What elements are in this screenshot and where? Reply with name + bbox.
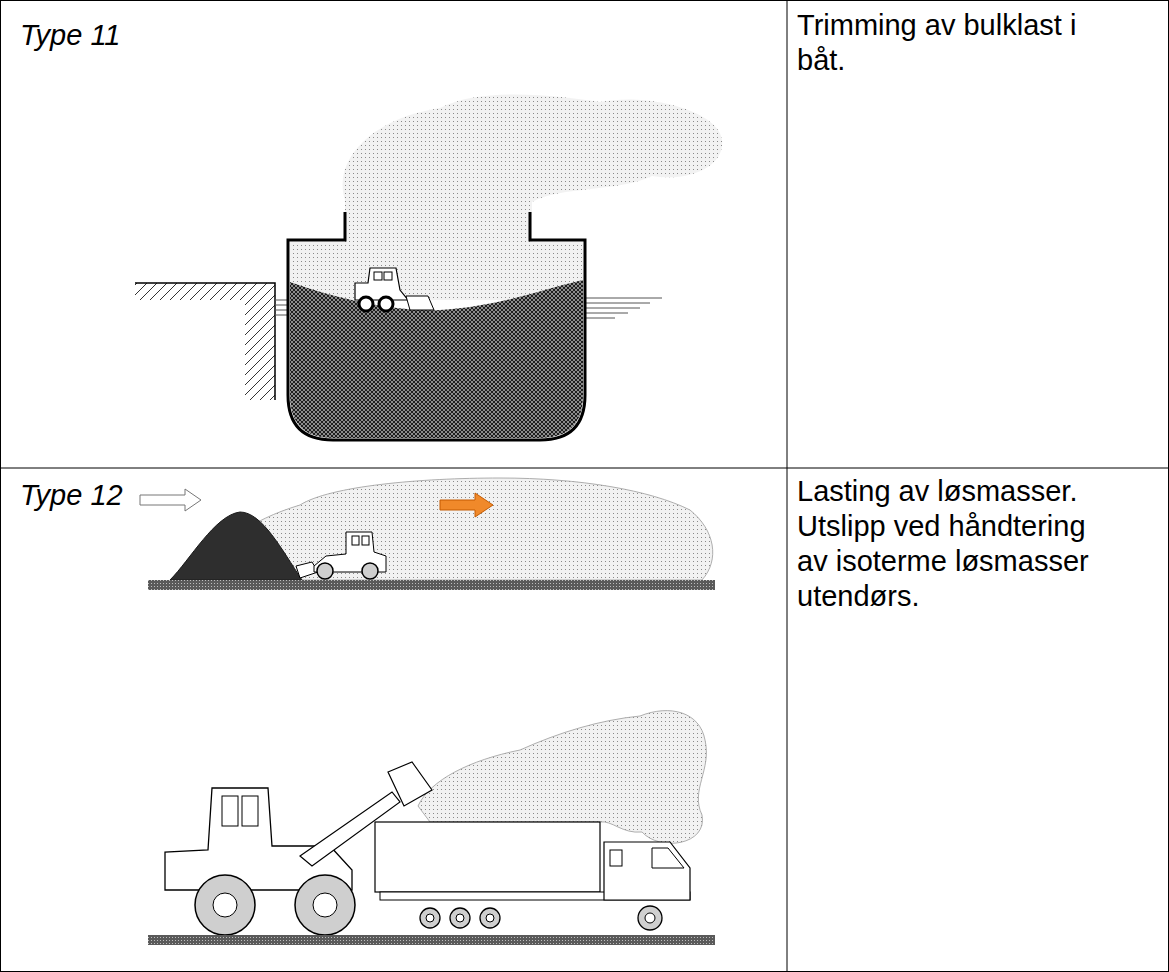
water-line bbox=[585, 303, 650, 304]
stockpile bbox=[170, 512, 302, 580]
water-line bbox=[275, 315, 288, 316]
loader-wheel bbox=[359, 297, 373, 311]
ship-hull bbox=[288, 212, 585, 440]
cell-description: Trimming av bulklast i båt. bbox=[797, 8, 1107, 78]
truck-cab bbox=[604, 842, 690, 900]
wheel-hub bbox=[486, 914, 494, 922]
loader-arm bbox=[300, 792, 400, 866]
dust-direction-arrow bbox=[440, 493, 493, 517]
loader-window bbox=[222, 796, 238, 826]
wheel-hub bbox=[313, 893, 337, 917]
dust-cloud bbox=[290, 94, 722, 300]
loader-wheel bbox=[362, 563, 378, 579]
dump-truck bbox=[375, 822, 690, 930]
truck-wheel bbox=[450, 908, 470, 928]
water-line bbox=[275, 310, 288, 311]
row-rule bbox=[0, 468, 1169, 469]
wheel-hub bbox=[213, 893, 237, 917]
ground bbox=[148, 935, 715, 945]
truck-container bbox=[375, 822, 600, 892]
truck-window bbox=[652, 848, 684, 868]
wheel-loader bbox=[296, 532, 386, 579]
loader-wheel bbox=[195, 875, 255, 935]
truck-wheel bbox=[638, 906, 662, 930]
loader-window bbox=[242, 796, 258, 826]
water-line bbox=[585, 313, 628, 314]
loader-wheel bbox=[379, 297, 393, 311]
skid-steer-loader bbox=[355, 268, 434, 311]
wheel-loader bbox=[165, 762, 432, 935]
loader-bucket bbox=[406, 296, 434, 310]
column-rule bbox=[787, 0, 788, 972]
cell-heading: Type 12 bbox=[20, 478, 260, 513]
water-line bbox=[275, 300, 288, 301]
truck-window bbox=[610, 850, 622, 866]
loader-window bbox=[374, 272, 382, 280]
truck-wheel bbox=[420, 908, 440, 928]
wind-arrow bbox=[140, 489, 201, 511]
water-line bbox=[585, 318, 615, 319]
wheel-hub bbox=[645, 913, 655, 923]
cell-description: Lasting av løsmasser. Utslipp ved håndte… bbox=[797, 474, 1107, 614]
quay-wall bbox=[135, 283, 275, 400]
loader-wheel bbox=[317, 563, 333, 579]
loader-body bbox=[355, 268, 408, 300]
quay-edge bbox=[135, 283, 275, 400]
water-line bbox=[585, 308, 640, 309]
loader-window bbox=[384, 272, 392, 280]
loader-wheel bbox=[295, 875, 355, 935]
loader-window bbox=[362, 536, 369, 545]
bulk-cargo bbox=[290, 280, 583, 438]
loader-bucket bbox=[388, 762, 432, 806]
wheel-hub bbox=[456, 914, 464, 922]
wheel-hub bbox=[426, 914, 434, 922]
water-line bbox=[585, 298, 662, 299]
loader-window bbox=[352, 536, 359, 545]
cell-heading: Type 11 bbox=[20, 18, 260, 53]
ground bbox=[148, 580, 715, 590]
water-line bbox=[275, 305, 288, 306]
truck-wheel bbox=[480, 908, 500, 928]
